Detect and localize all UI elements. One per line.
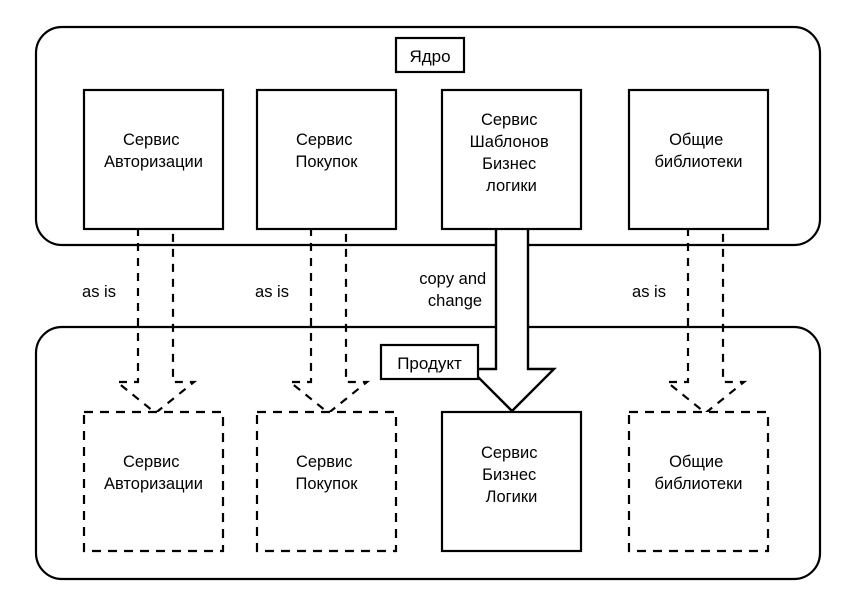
- connector-templates-shaft: [467, 226, 557, 413]
- group-tag-box-product: [379, 343, 480, 381]
- node-core-auth[interactable]: [82, 88, 225, 231]
- group-frame-core: [34, 25, 822, 247]
- connector-templates: [467, 226, 557, 413]
- edge-label-shared-libs: as is: [632, 283, 666, 301]
- node-product-shared-libs-label: Общие библиотеки: [654, 453, 742, 493]
- group-tag-label-product: Продукт: [397, 354, 462, 373]
- node-product-auth-label: Сервис Авторизации: [104, 453, 203, 493]
- node-core-purchase[interactable]: [255, 88, 398, 231]
- node-product-business-logic-label: Сервис Бизнес Логики: [481, 444, 542, 506]
- node-core-templates[interactable]: [440, 88, 583, 231]
- group-tag-box-core: [394, 36, 466, 74]
- node-core-templates-label: Сервис Шаблонов Бизнес логики: [470, 111, 554, 195]
- node-core-shared-libs[interactable]: [627, 88, 770, 231]
- node-product-purchase[interactable]: [255, 410, 398, 553]
- node-product-shared-libs[interactable]: [627, 410, 770, 553]
- edge-label-purchase: as is: [255, 283, 289, 301]
- group-tag-label-core: Ядро: [409, 47, 450, 66]
- group-frame-product: [34, 325, 822, 581]
- node-product-auth[interactable]: [82, 410, 225, 553]
- connector-purchase-shaft: [286, 228, 371, 415]
- connector-shared-libs: [663, 228, 748, 415]
- node-product-business-logic[interactable]: [440, 410, 583, 553]
- connector-purchase: [286, 228, 371, 415]
- node-core-purchase-label: Сервис Покупок: [295, 131, 358, 171]
- node-core-shared-libs-label: Общие библиотеки: [654, 131, 742, 171]
- node-core-auth-label: Сервис Авторизации: [104, 131, 203, 171]
- node-product-purchase-label: Сервис Покупок: [295, 453, 358, 493]
- connector-auth: [113, 228, 198, 415]
- connector-shared-libs-shaft: [663, 228, 748, 415]
- edge-label-templates: copy and change: [419, 270, 491, 310]
- edge-label-auth: as is: [82, 283, 116, 301]
- connector-auth-shaft: [113, 228, 198, 415]
